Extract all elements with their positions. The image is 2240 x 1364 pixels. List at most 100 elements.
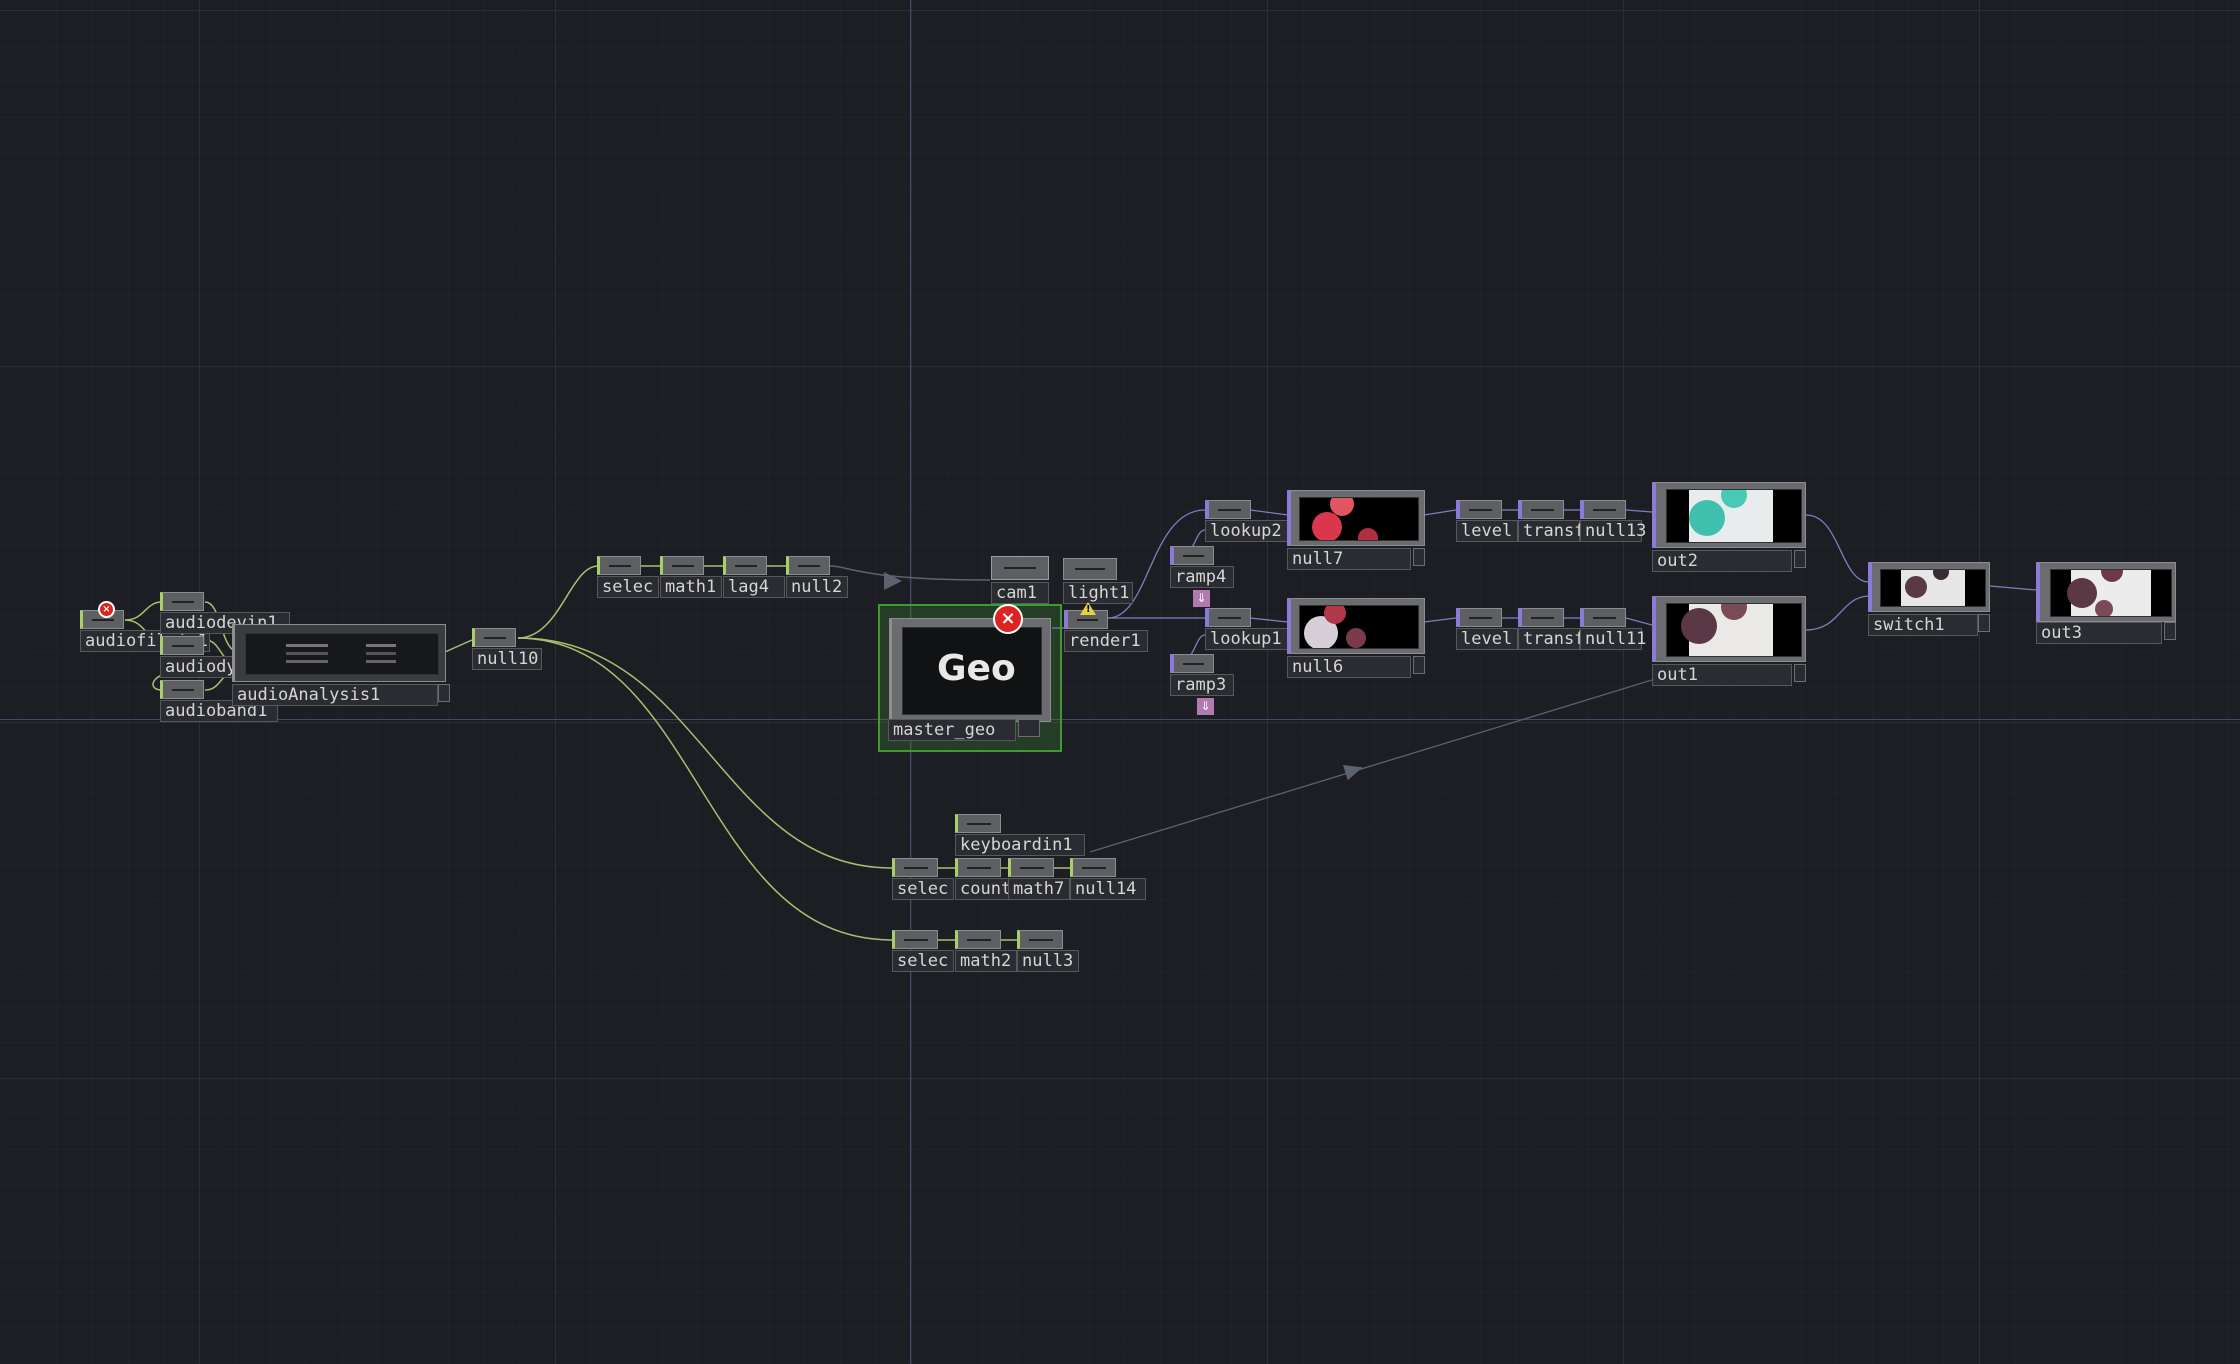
null6-flag[interactable]: [1413, 656, 1425, 674]
transf-top-tile[interactable]: [1518, 500, 1564, 519]
master-geo-viewer: Geo: [902, 627, 1042, 715]
error-icon: ×: [993, 604, 1023, 634]
math7-label: math7: [1008, 878, 1070, 900]
wire: [1625, 509, 1653, 513]
wire: [1989, 585, 2037, 591]
null11-tile[interactable]: [1580, 608, 1626, 627]
warning-icon: [1080, 602, 1096, 615]
math2-tile[interactable]: [955, 930, 1001, 949]
audiodevin1-tile[interactable]: [160, 592, 204, 611]
switch1-flag[interactable]: [1978, 614, 1990, 632]
out2-flag[interactable]: [1794, 550, 1806, 568]
ramp3-label: ramp3: [1170, 674, 1234, 696]
wire: [124, 601, 163, 621]
keyboardin1-label: keyboardin1: [955, 834, 1085, 856]
origin-horizontal-axis: [0, 719, 2240, 720]
select-top-label: selec: [597, 576, 659, 598]
null6-tile[interactable]: [1287, 598, 1425, 654]
out3-label: out3: [2036, 622, 2162, 644]
down-arrow-icon[interactable]: ⇓: [1197, 698, 1214, 715]
master-geo-flag[interactable]: [1018, 719, 1040, 737]
null6-label: null6: [1287, 656, 1411, 678]
out1-tile[interactable]: [1652, 596, 1806, 662]
ramp4-tile[interactable]: [1170, 546, 1214, 565]
audioband1-tile[interactable]: [160, 680, 204, 699]
null11-label: null11: [1580, 628, 1646, 650]
lag4-tile[interactable]: [723, 556, 767, 575]
cam1-label: cam1: [991, 582, 1049, 604]
wire: [1423, 617, 1457, 623]
render1-label: render1: [1064, 630, 1148, 652]
ramp4-label: ramp4: [1170, 566, 1234, 588]
null2-label: null2: [786, 576, 848, 598]
wire: [1625, 617, 1653, 626]
cam1-tile[interactable]: [991, 556, 1049, 580]
audioAnalysis1-label: audioAnalysis1: [232, 684, 438, 706]
select-low-label: selec: [892, 950, 954, 972]
wire: [1805, 595, 1869, 631]
out3-tile[interactable]: [2036, 562, 2176, 622]
out2-viewer: [1666, 489, 1802, 543]
ramp3-tile[interactable]: [1170, 654, 1214, 673]
wire: [152, 674, 163, 691]
null7-viewer: [1299, 497, 1419, 541]
null2-tile[interactable]: [786, 556, 830, 575]
master-geo-tile[interactable]: Geo: [889, 618, 1051, 722]
lookup1-label: lookup1: [1205, 628, 1289, 650]
wire: [517, 637, 893, 869]
null10-label: null10: [472, 648, 542, 670]
transf-bottom-label: transf: [1518, 628, 1584, 650]
level-top-tile[interactable]: [1456, 500, 1502, 519]
level-bottom-tile[interactable]: [1456, 608, 1502, 627]
flow-arrow-icon: [884, 572, 902, 590]
null14-label: null14: [1070, 878, 1146, 900]
out3-flag[interactable]: [2164, 622, 2176, 640]
math1-tile[interactable]: [660, 556, 704, 575]
down-arrow-icon[interactable]: ⇓: [1193, 590, 1210, 607]
out1-label: out1: [1652, 664, 1792, 686]
null7-flag[interactable]: [1413, 548, 1425, 566]
out2-tile[interactable]: [1652, 482, 1806, 548]
level-top-label: level: [1456, 520, 1518, 542]
switch1-label: switch1: [1868, 614, 1978, 636]
light1-label: light1: [1063, 582, 1133, 604]
null7-tile[interactable]: [1287, 490, 1425, 546]
select-low-tile[interactable]: [892, 930, 938, 949]
wire: [829, 565, 991, 581]
null7-label: null7: [1287, 548, 1411, 570]
wire: [517, 637, 893, 941]
select-top-tile[interactable]: [597, 556, 641, 575]
math2-label: math2: [955, 950, 1017, 972]
switch1-viewer: [1880, 569, 1986, 607]
null13-label: null13: [1580, 520, 1646, 542]
master-geo-label: master_geo: [888, 719, 1016, 741]
null10-tile[interactable]: [472, 628, 516, 647]
math1-label: math1: [660, 576, 722, 598]
math7-tile[interactable]: [1008, 858, 1054, 877]
null3-tile[interactable]: [1017, 930, 1063, 949]
wire: [1249, 617, 1289, 623]
out1-viewer: [1666, 603, 1802, 657]
select-mid-tile[interactable]: [892, 858, 938, 877]
out3-viewer: [2050, 569, 2172, 617]
audioAnalysis1-flag[interactable]: [438, 684, 450, 702]
out1-flag[interactable]: [1794, 664, 1806, 682]
transf-bottom-tile[interactable]: [1518, 608, 1564, 627]
wire: [517, 565, 599, 639]
null14-tile[interactable]: [1070, 858, 1116, 877]
wire: [1089, 679, 1653, 853]
keyboardin1-tile[interactable]: [955, 814, 1001, 833]
null13-tile[interactable]: [1580, 500, 1626, 519]
lookup1-tile[interactable]: [1205, 608, 1251, 627]
audioAnalysis1-tile[interactable]: [232, 624, 446, 682]
out2-label: out2: [1652, 550, 1792, 572]
wire: [1249, 509, 1289, 516]
switch1-tile[interactable]: [1868, 562, 1990, 612]
light1-tile[interactable]: [1063, 558, 1117, 580]
select-mid-label: selec: [892, 878, 954, 900]
count-tile[interactable]: [955, 858, 1001, 877]
audiodyna1-tile[interactable]: [160, 636, 204, 655]
lookup2-tile[interactable]: [1205, 500, 1251, 519]
